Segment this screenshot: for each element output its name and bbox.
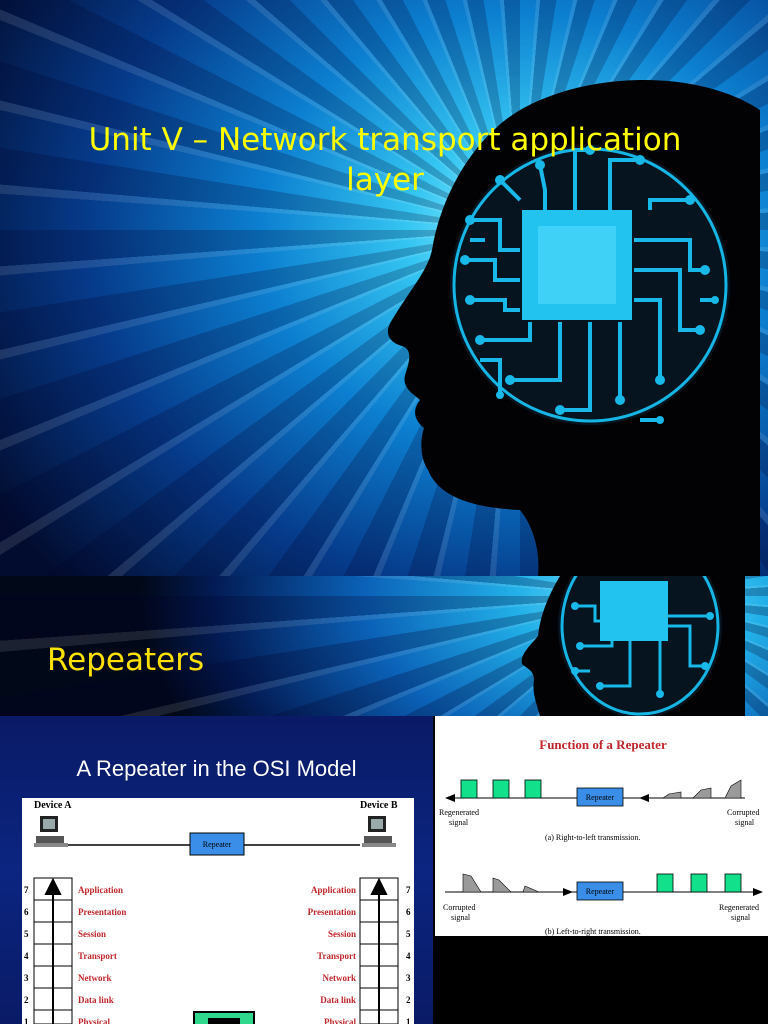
layer-number-left: 6: [24, 907, 29, 917]
layer-number-right: 2: [406, 995, 411, 1005]
layer-label-left: Session: [78, 929, 106, 939]
layer-number-right: 1: [406, 1017, 411, 1024]
corrupted-pulse: [492, 877, 512, 893]
repeater-box: [189, 832, 245, 856]
caption-b: (b) Left-to-right transmission.: [545, 927, 641, 936]
layer-number-right: 7: [406, 885, 411, 895]
corrupted-label: Corrupted: [443, 903, 475, 912]
layer-label-left: Physical: [78, 1017, 111, 1024]
repeater-label: Repeater: [586, 887, 615, 896]
layer-label-right: Data link: [320, 995, 356, 1005]
corrupted-pulse: [462, 873, 482, 893]
circuit-brain: [558, 576, 722, 716]
layer-label-right: Session: [328, 929, 356, 939]
layer-number-left: 4: [24, 951, 29, 961]
layer-label-left: Network: [78, 973, 112, 983]
layer-label-left: Data link: [78, 995, 114, 1005]
regenerated-label: signal: [449, 818, 469, 827]
corrupted-pulse: [522, 885, 540, 893]
slide-title: Unit V – Network transport application l…: [20, 120, 750, 200]
device-b-computer-icon: [362, 816, 396, 847]
slide-header-background: Repeaters: [0, 576, 768, 716]
regenerated-label: Regenerated: [439, 808, 479, 817]
layer-number-right: 6: [406, 907, 411, 917]
layer-number-left: 7: [24, 885, 29, 895]
function-image-title: Function of a Repeater: [539, 737, 667, 752]
layer-label-right: Application: [311, 885, 356, 895]
left-arrow-icon: [445, 794, 455, 802]
regenerated-pulse: [656, 873, 674, 893]
corrupted-pulse: [662, 791, 682, 799]
layer-label-right: Physical: [324, 1017, 357, 1024]
slide-title-line-1: Unit V – Network transport application: [88, 122, 682, 158]
caption-a: (a) Right-to-left transmission.: [545, 833, 640, 842]
regenerated-pulse: [460, 779, 478, 799]
corrupted-pulse: [724, 779, 742, 799]
layer-label-right: Network: [323, 973, 357, 983]
left-to-right-diagram: Repeater Corrupted signal Regenerated si…: [443, 873, 763, 936]
layer-label-left: Transport: [78, 951, 117, 961]
repeater-box: [576, 787, 624, 807]
corrupted-pulse: [692, 787, 712, 799]
corrupted-label: Corrupted: [727, 808, 759, 817]
right-arrow-icon: [753, 888, 763, 896]
layer-label-right: Transport: [317, 951, 356, 961]
title-slide: Unit V – Network transport application l…: [0, 0, 768, 576]
layer-number-left: 3: [24, 973, 29, 983]
right-arrow-icon: [563, 888, 573, 896]
layer-number-left: 1: [24, 1017, 29, 1024]
head-circuit-illustration: [521, 576, 745, 716]
regenerated-label: Regenerated: [719, 903, 759, 912]
left-arrow-icon: [639, 794, 649, 802]
repeater-label: Repeater: [586, 793, 615, 802]
repeaters-slide: Repeaters A Repeater in the OSI Model De…: [0, 576, 768, 1024]
layer-number-right: 4: [406, 951, 411, 961]
osi-image-title: A Repeater in the OSI Model: [76, 756, 357, 781]
osi-model-image: A Repeater in the OSI Model Device A Dev…: [0, 716, 433, 1024]
repeater-box: [576, 881, 624, 901]
corrupted-label: signal: [451, 913, 471, 922]
slide-title: Repeaters: [47, 642, 205, 678]
layer-number-left: 5: [24, 929, 29, 939]
regenerated-pulse: [690, 873, 708, 893]
device-a-computer-icon: [34, 816, 68, 847]
device-a-label: Device A: [34, 800, 72, 811]
layer-label-left: Application: [78, 885, 123, 895]
regenerated-pulse: [524, 779, 542, 799]
regenerated-pulse: [724, 873, 742, 893]
head-circuit-illustration: [450, 145, 730, 425]
layer-label-left: Presentation: [78, 907, 126, 917]
corrupted-label: signal: [735, 818, 755, 827]
regenerated-label: signal: [731, 913, 751, 922]
slide-title-line-2: layer: [346, 162, 424, 198]
repeater-label: Repeater: [203, 840, 232, 849]
device-b-label: Device B: [360, 800, 398, 811]
up-arrow-icon: [370, 877, 388, 1024]
up-arrow-icon: [44, 877, 62, 1024]
layer-number-right: 5: [406, 929, 411, 939]
layer-label-right: Presentation: [308, 907, 356, 917]
layer-number-left: 2: [24, 995, 29, 1005]
osi-diagram: Device A Device B: [22, 798, 414, 1024]
right-to-left-diagram: Repeater Regenerated signal Corrupted si…: [439, 779, 759, 842]
layer-number-right: 3: [406, 973, 411, 983]
regenerated-pulse: [492, 779, 510, 799]
repeater-function-image: Function of a Repeater Repeater Regenera…: [435, 716, 768, 936]
